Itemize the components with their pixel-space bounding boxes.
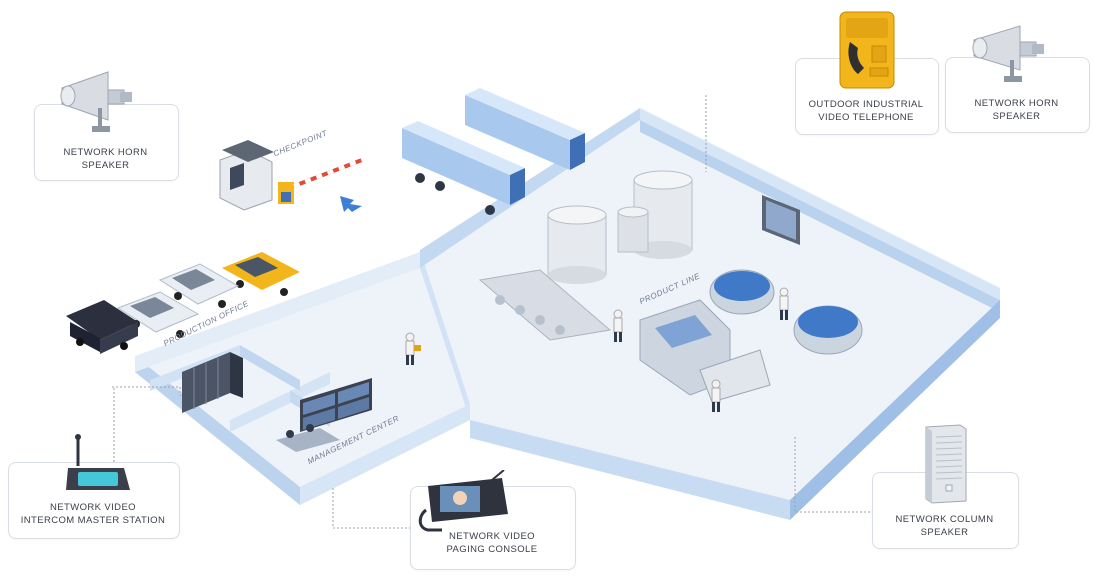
horn-speaker-icon <box>972 25 1044 82</box>
trucks <box>402 88 585 215</box>
horn-speaker-icon <box>60 71 132 132</box>
taxi-car <box>222 252 300 296</box>
server-racks <box>182 352 243 413</box>
horn-speaker-left-label: NETWORK HORN SPEAKER <box>63 147 148 171</box>
parked-cars <box>66 252 300 354</box>
management-center <box>276 378 372 452</box>
black-suv <box>66 300 138 354</box>
industrial-telephone-icon <box>839 11 895 89</box>
paging-console-icon <box>418 470 508 532</box>
master-station-label: NETWORK VIDEO INTERCOM MASTER STATION <box>20 502 166 526</box>
column-speaker-label: NETWORK COLUMN SPEAKER <box>895 514 994 538</box>
intercom-master-station-icon <box>66 434 130 490</box>
workers <box>405 287 789 412</box>
video-telephone-label: OUTDOOR INDUSTRIAL VIDEO TELEPHONE <box>808 99 924 123</box>
checkpoint-booth <box>219 140 363 212</box>
paging-console-label: NETWORK VIDEO PAGING CONSOLE <box>446 531 538 555</box>
white-car-1 <box>158 263 240 308</box>
leader-lines <box>112 95 872 529</box>
column-speaker-icon <box>925 424 967 504</box>
horn-speaker-right-label: NETWORK HORN SPEAKER <box>974 98 1059 122</box>
production-machinery <box>478 170 863 403</box>
